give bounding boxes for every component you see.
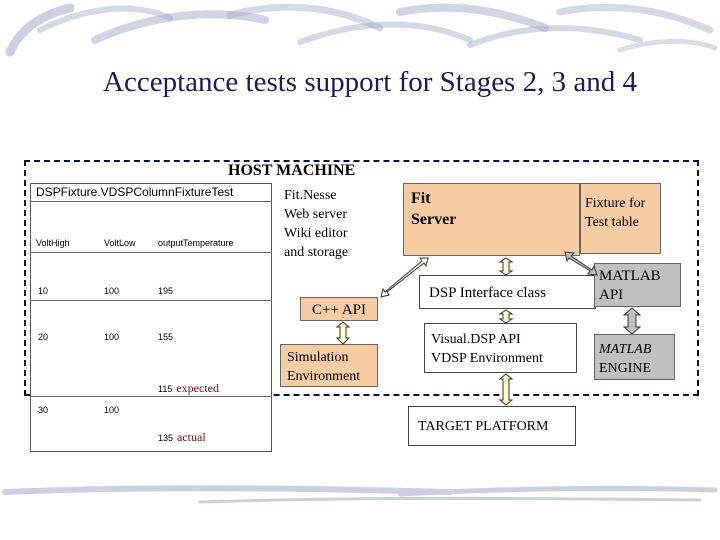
simulation-box: Simulation Environment — [280, 344, 378, 387]
dsp-interface-label: DSP Interface class — [429, 285, 546, 301]
actual-cell: 135 actual — [158, 428, 206, 446]
fit-to-matlab-arrow — [564, 251, 598, 276]
fit-server-line-1: Fit — [411, 190, 431, 207]
cpp-api-box: C++ API — [300, 297, 378, 321]
fitnesse-line-4: and storage — [284, 245, 349, 260]
fixture-for-line-1: Fixture for — [585, 196, 646, 211]
slide-title: Acceptance tests support for Stages 2, 3… — [103, 66, 637, 98]
simulation-line-1: Simulation — [287, 350, 349, 365]
fixture-for-line-2: Test table — [585, 215, 639, 230]
matlab-api-line-2: API — [599, 287, 624, 303]
target-platform-box: TARGET PLATFORM — [408, 406, 576, 446]
fit-to-cpp-arrow — [380, 257, 429, 298]
host-machine-label: HOST MACHINE — [228, 162, 356, 179]
row-2-output: 155 — [158, 332, 174, 342]
fixture-test-table — [30, 183, 272, 452]
table-divider — [30, 300, 272, 301]
row-1-voltlow: 100 — [104, 286, 120, 296]
fitnesse-box: Fit.Nesse Web server Wiki editor and sto… — [276, 183, 380, 264]
column-header-outputtemperature: outputTemperature — [158, 238, 234, 248]
matlab-engine-line-1: MATLAB — [599, 342, 652, 357]
fixture-for-box: Fixture for Test table — [580, 183, 661, 254]
column-header-volthigh: VoltHigh — [36, 238, 70, 248]
fitnesse-line-3: Wiki editor — [284, 226, 348, 241]
fit-server-line-2: Server — [411, 211, 457, 228]
visual-dsp-line-1: Visual.DSP API — [431, 332, 521, 347]
fitnesse-line-2: Web server — [284, 207, 348, 222]
row-1-volthigh: 10 — [38, 286, 49, 296]
matlab-engine-box: MATLAB ENGINE — [594, 334, 675, 380]
column-header-voltlow: VoltLow — [104, 238, 136, 248]
fit-server-box: Fit Server — [403, 183, 580, 256]
table-divider — [30, 252, 272, 253]
fitnesse-line-1: Fit.Nesse — [284, 188, 337, 203]
actual-label: actual — [177, 430, 206, 444]
fixture-table-title: DSPFixture.VDSPColumnFixtureTest — [36, 185, 234, 199]
expected-value: 115 — [158, 384, 173, 394]
row-2-volthigh: 20 — [38, 332, 49, 342]
expected-label: expected — [176, 381, 219, 395]
matlab-api-line-1: MATLAB — [599, 268, 661, 284]
table-divider — [30, 201, 272, 202]
matlab-engine-line-2: ENGINE — [599, 361, 652, 376]
dsp-interface-box: DSP Interface class — [419, 275, 596, 309]
row-2-voltlow: 100 — [104, 332, 120, 342]
cpp-api-label: C++ API — [311, 302, 367, 318]
table-divider — [30, 396, 272, 397]
matlab-api-to-engine-arrow — [622, 307, 642, 335]
visual-dsp-line-2: VDSP Environment — [431, 351, 543, 366]
cpp-to-simulation-arrow — [335, 321, 351, 345]
simulation-line-2: Environment — [287, 369, 361, 384]
dsp-to-visualdsp-arrow — [498, 309, 514, 324]
actual-value: 135 — [158, 433, 174, 443]
row-3-voltlow: 100 — [104, 405, 120, 415]
matlab-api-box: MATLAB API — [594, 263, 681, 307]
fit-to-dsp-arrow — [498, 257, 514, 276]
visualdsp-to-target-arrow — [498, 373, 514, 406]
row-1-output: 195 — [158, 286, 174, 296]
expected-cell: 115 expected — [158, 379, 219, 397]
row-3-volthigh: 30 — [38, 405, 49, 415]
visual-dsp-box: Visual.DSP API VDSP Environment — [424, 323, 577, 373]
target-platform-label: TARGET PLATFORM — [418, 419, 549, 434]
host-machine-frame — [24, 160, 699, 396]
